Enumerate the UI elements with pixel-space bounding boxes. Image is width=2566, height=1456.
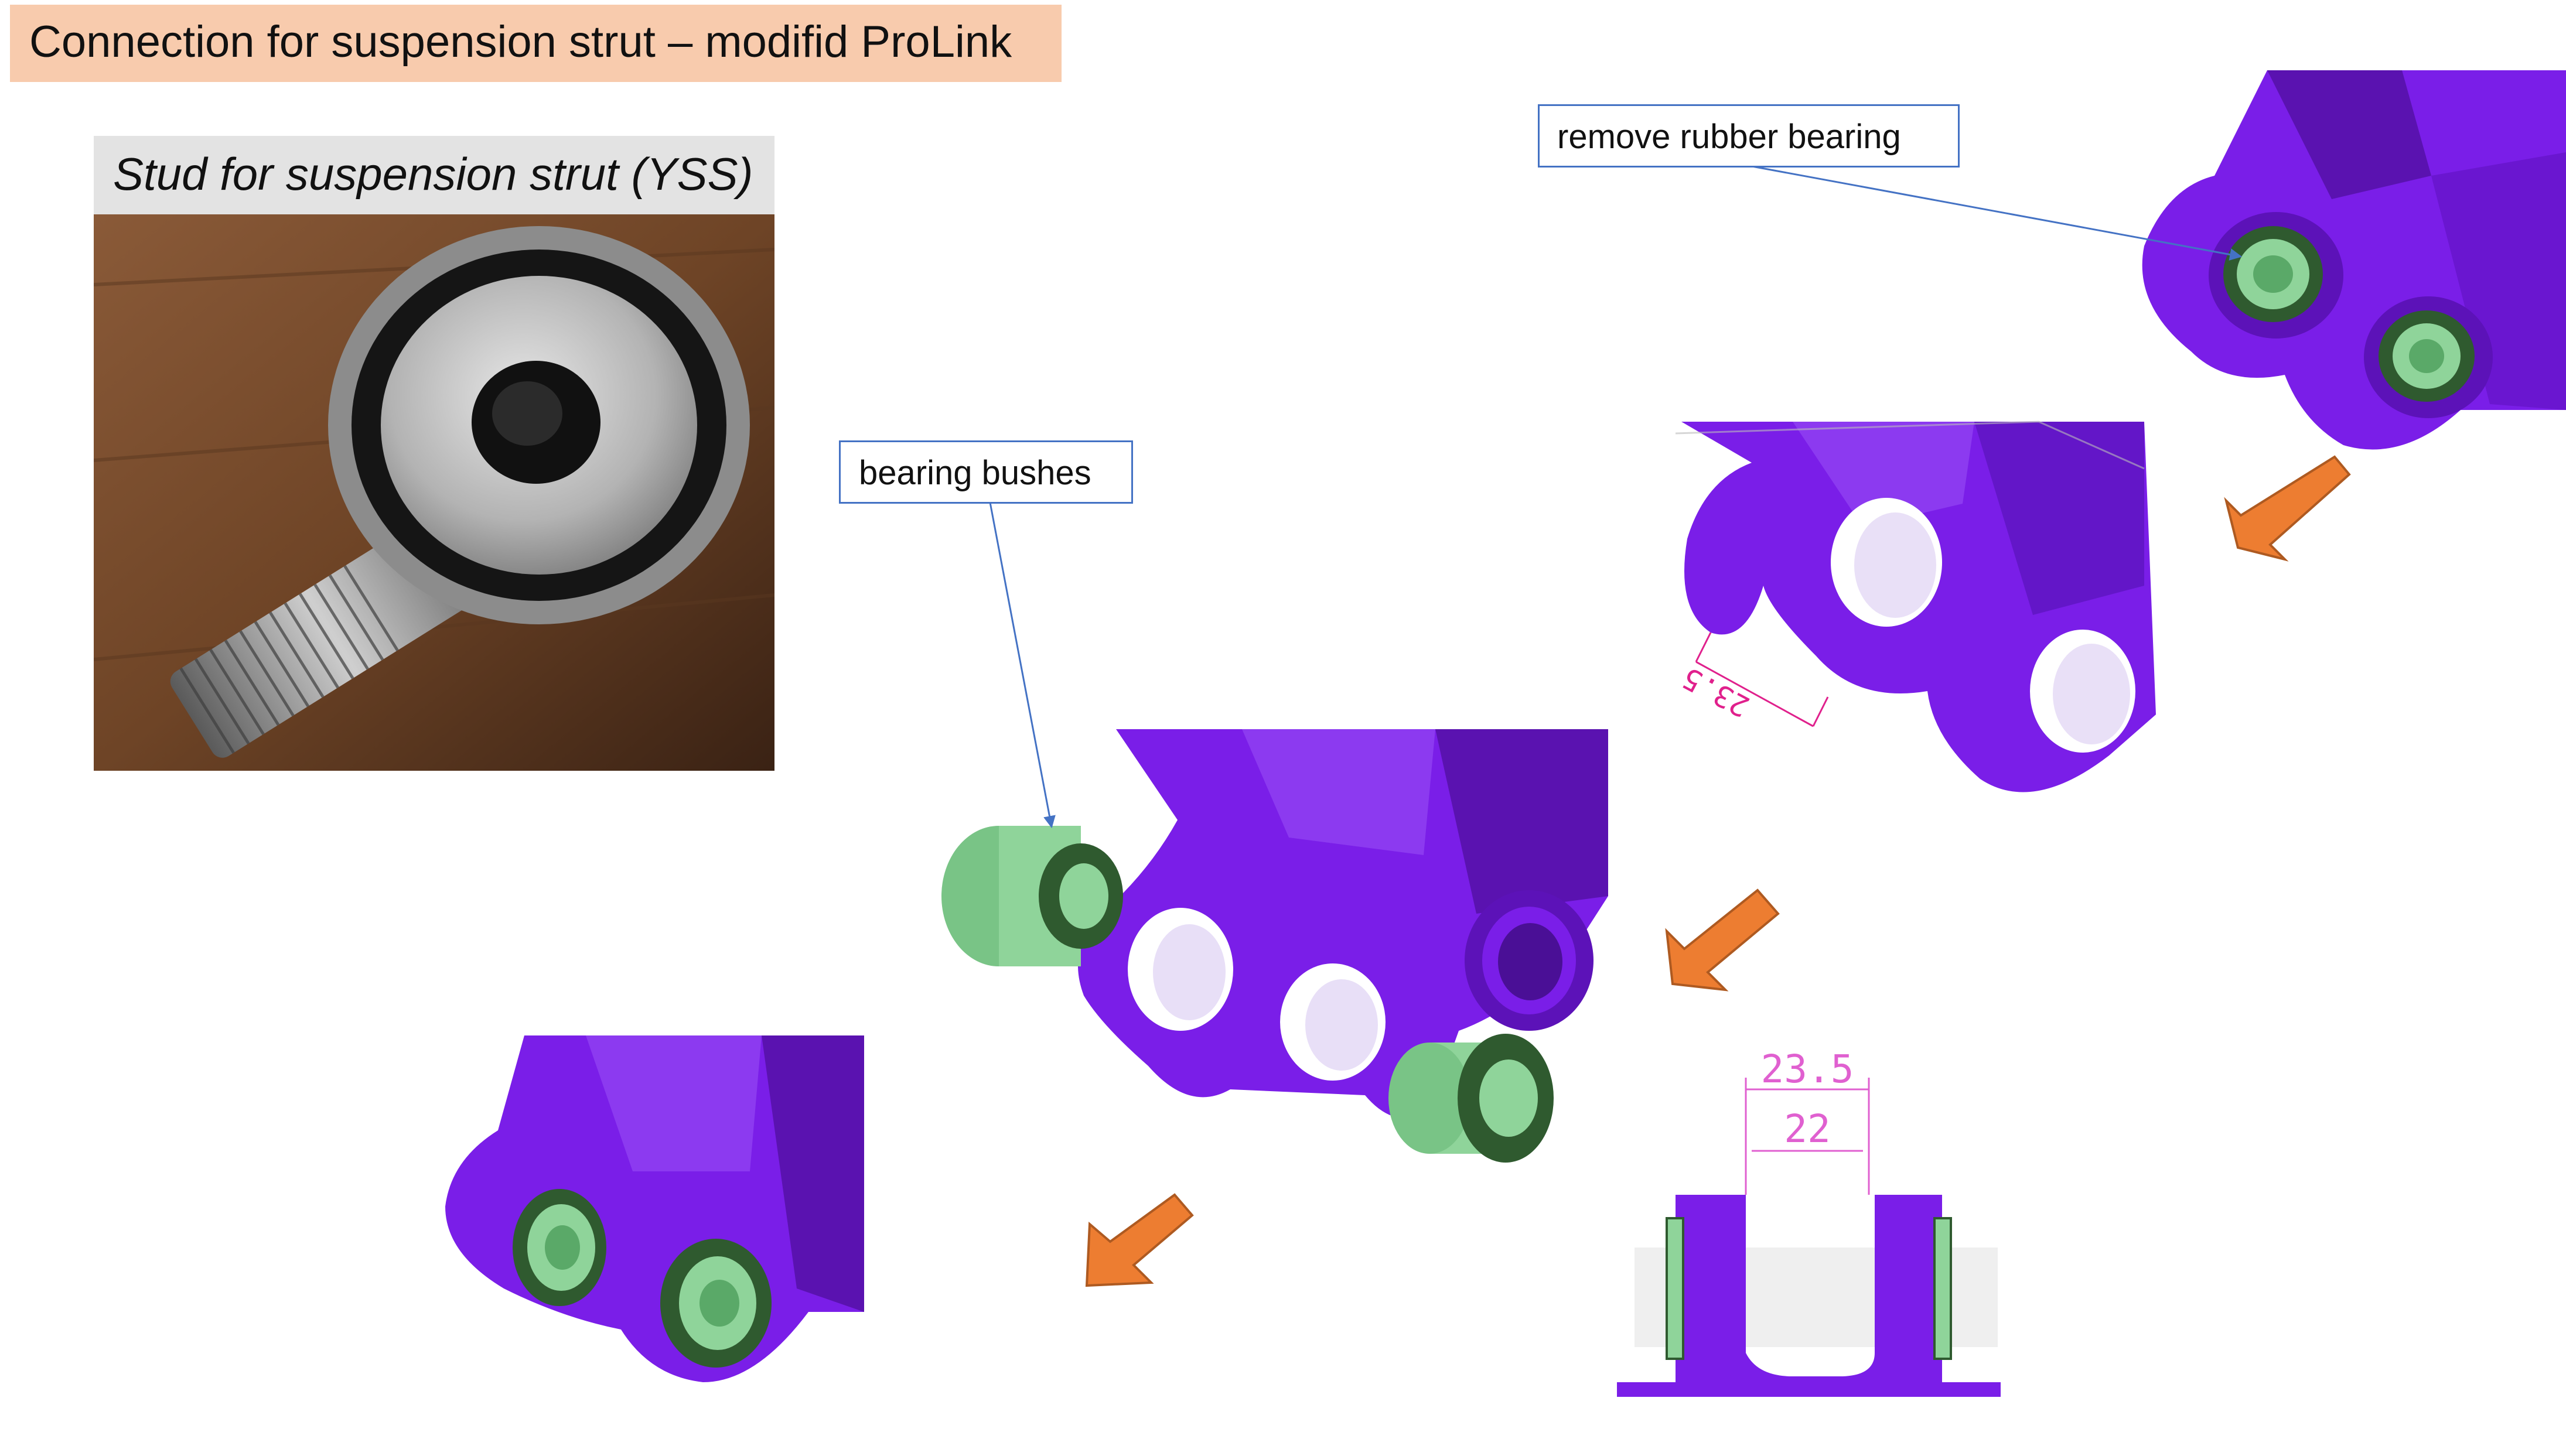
dimension-angled: 23.5 bbox=[1677, 661, 1755, 724]
slide-title: Connection for suspension strut – modifi… bbox=[29, 17, 1012, 67]
photo-caption: Stud for suspension strut (YSS) bbox=[113, 148, 753, 200]
part-exploded-center bbox=[1078, 729, 1608, 1119]
part-bored-right: 23.5 bbox=[1675, 421, 2156, 792]
dimension-inner: 22 bbox=[1784, 1106, 1830, 1151]
stud-photo bbox=[94, 214, 774, 771]
bearing-bush-right bbox=[1388, 1034, 1554, 1163]
process-arrow-1 bbox=[2224, 455, 2351, 562]
leader-bearing-bushes bbox=[989, 502, 1056, 829]
callout-remove-rubber-text: remove rubber bearing bbox=[1557, 118, 1901, 156]
callout-bearing-bushes bbox=[839, 440, 1133, 504]
photo-caption-bar bbox=[94, 136, 774, 214]
leader-remove-rubber bbox=[1748, 165, 2243, 261]
process-arrow-2 bbox=[1665, 888, 1780, 992]
part-original-top-right bbox=[2142, 70, 2566, 450]
part-assembled-bottom-left bbox=[445, 1035, 864, 1382]
part-section-bottom-right bbox=[1617, 1078, 2001, 1397]
callout-remove-rubber bbox=[1538, 104, 1960, 168]
bearing-bush-left bbox=[941, 826, 1123, 966]
callout-bearing-bushes-text: bearing bushes bbox=[859, 454, 1091, 492]
title-banner bbox=[10, 5, 1062, 82]
dimension-outer: 23.5 bbox=[1761, 1047, 1854, 1092]
process-arrow-3 bbox=[1085, 1193, 1194, 1287]
